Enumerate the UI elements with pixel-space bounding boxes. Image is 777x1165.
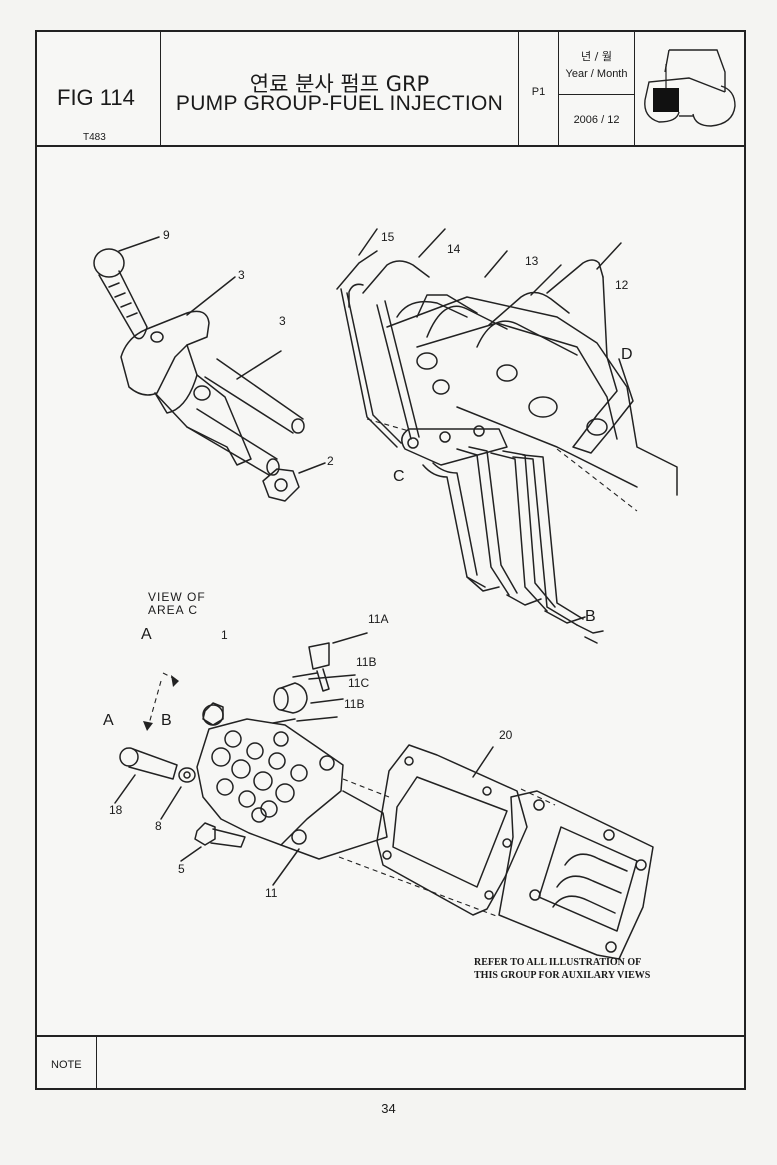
callout-11b-lower: 11B <box>344 697 365 711</box>
view-caption-line-2: AREA C <box>148 603 199 617</box>
area-marker-a-upper: A <box>141 626 152 643</box>
note-row: NOTE <box>37 1035 744 1090</box>
callout-20: 20 <box>499 728 513 742</box>
year-month-label: Year / Month <box>565 68 628 80</box>
callout-2: 2 <box>327 454 334 468</box>
callout-3-bracket: 3 <box>238 268 245 282</box>
model-code: T483 <box>83 132 106 143</box>
refer-note-line-1: REFER TO ALL ILLUSTRATION OF <box>474 957 642 968</box>
page-code: P1 <box>531 86 546 98</box>
title-english: PUMP GROUP-FUEL INJECTION <box>175 92 504 115</box>
callout-9: 9 <box>163 228 170 242</box>
tractor-icon <box>644 49 736 127</box>
callout-1: 1 <box>221 628 228 642</box>
figure-cell: FIG 114 T483 <box>37 32 161 145</box>
callout-5: 5 <box>178 862 185 876</box>
callout-18: 18 <box>109 803 123 817</box>
callout-15: 15 <box>381 230 395 244</box>
callout-8: 8 <box>155 819 162 833</box>
refer-note: REFER TO ALL ILLUSTRATION OF THIS GROUP … <box>474 956 650 982</box>
year-month-cell: 년 / 월 Year / Month 2006 / 12 <box>559 32 635 145</box>
page-code-cell: P1 <box>519 32 559 145</box>
callout-13: 13 <box>525 254 539 268</box>
area-marker-b-top: B <box>585 608 596 625</box>
callout-14: 14 <box>447 242 461 256</box>
year-month-divider <box>559 94 634 95</box>
year-month-label-korean: 년 / 월 <box>581 50 612 63</box>
title-block: FIG 114 T483 연료 분사 펌프 GRP PUMP GROUP-FUE… <box>37 32 744 147</box>
parts-catalog-sheet: FIG 114 T483 연료 분사 펌프 GRP PUMP GROUP-FUE… <box>35 30 746 1090</box>
illustration-linework <box>93 228 678 960</box>
view-caption-line-1: VIEW OF <box>148 590 206 604</box>
view-caption: VIEW OF AREA C <box>148 591 206 617</box>
exploded-diagram: 9 3 3 2 15 14 13 12 1 11A 11B 11C 11B 20… <box>37 147 744 1035</box>
callout-12: 12 <box>615 278 629 292</box>
callout-11b-upper: 11B <box>356 655 377 669</box>
callout-11: 11 <box>265 886 278 900</box>
area-marker-b-pump: B <box>161 712 172 729</box>
page-number: 34 <box>381 1101 396 1116</box>
area-marker-c: C <box>393 468 405 485</box>
callout-11c: 11C <box>348 676 370 690</box>
title-cell: 연료 분사 펌프 GRP PUMP GROUP-FUEL INJECTION <box>161 32 519 145</box>
figure-number: FIG 114 <box>57 85 135 110</box>
tractor-icon-cell <box>635 32 744 145</box>
note-label-cell: NOTE <box>37 1037 97 1090</box>
callout-3-rod: 3 <box>279 314 286 328</box>
refer-note-line-2: THIS GROUP FOR AUXILARY VIEWS <box>474 970 651 981</box>
area-marker-a-lower: A <box>103 712 114 729</box>
note-label: NOTE <box>51 1059 82 1071</box>
year-month-value: 2006 / 12 <box>573 114 620 126</box>
area-marker-d: D <box>621 346 633 363</box>
callout-11a: 11A <box>368 612 389 626</box>
title-korean: 연료 분사 펌프 GRP <box>249 72 430 96</box>
